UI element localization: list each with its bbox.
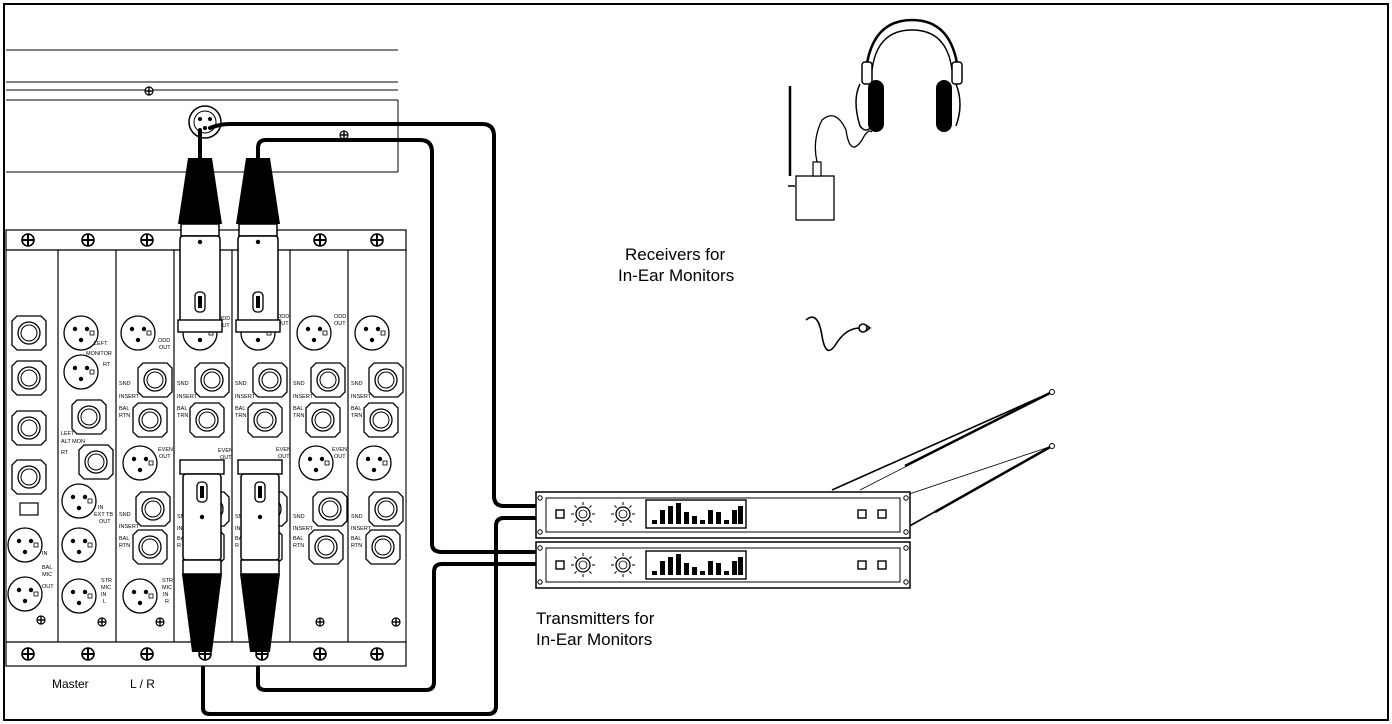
svg-text:BAL: BAL: [119, 406, 129, 412]
svg-text:OUT: OUT: [99, 519, 111, 525]
svg-text:EVEN: EVEN: [218, 448, 233, 454]
svg-text:MIC: MIC: [42, 572, 52, 578]
svg-text:MIC: MIC: [101, 585, 111, 591]
svg-text:OUT: OUT: [277, 321, 289, 327]
earphone-icon: [805, 316, 872, 352]
svg-text:TRN: TRN: [351, 413, 362, 419]
svg-text:IN: IN: [235, 526, 241, 532]
svg-text:SND: SND: [119, 512, 131, 518]
svg-text:BAL: BAL: [177, 536, 187, 542]
svg-text:INSERT: INSERT: [351, 394, 372, 400]
svg-text:IN: IN: [42, 551, 48, 557]
svg-text:RTN: RTN: [119, 413, 130, 419]
svg-text:SND: SND: [293, 381, 305, 387]
svg-text:R: R: [235, 543, 239, 549]
svg-text:BAL: BAL: [235, 406, 245, 412]
svg-text:LEFT: LEFT: [94, 341, 108, 347]
svg-text:TRN: TRN: [177, 413, 188, 419]
svg-text:INSERT: INSERT: [177, 394, 198, 400]
svg-text:INSERT: INSERT: [351, 526, 372, 532]
svg-text:BAL: BAL: [351, 536, 361, 542]
svg-text:R: R: [165, 599, 169, 605]
xlr-connector-icon: [7, 527, 43, 563]
transmitters-label-line2: In-Ear Monitors: [536, 630, 652, 649]
svg-text:MIC: MIC: [162, 585, 172, 591]
svg-text:ODD: ODD: [218, 316, 230, 322]
svg-text:EXT TB: EXT TB: [94, 512, 113, 518]
svg-text:OUT: OUT: [159, 454, 171, 460]
svg-text:SND: SND: [351, 381, 363, 387]
svg-text:OUT: OUT: [334, 454, 346, 460]
svg-text:BAL: BAL: [351, 406, 361, 412]
xlr-plugs: [177, 158, 283, 652]
svg-text:INSERT: INSERT: [119, 524, 140, 530]
svg-text:OUT: OUT: [218, 323, 230, 329]
svg-text:BAL: BAL: [119, 536, 129, 542]
transmitter-1: [535, 491, 911, 539]
svg-text:SND: SND: [293, 514, 305, 520]
svg-text:BAL: BAL: [42, 565, 52, 571]
transmitter-2: [535, 541, 911, 589]
svg-text:R: R: [177, 543, 181, 549]
svg-text:EVEN: EVEN: [332, 447, 347, 453]
svg-text:ALT MON: ALT MON: [61, 439, 85, 445]
svg-text:BAL: BAL: [293, 536, 303, 542]
svg-text:OUT: OUT: [42, 584, 54, 590]
antenna-icon: [831, 389, 1055, 529]
cables: [198, 122, 542, 716]
svg-text:STR: STR: [101, 578, 112, 584]
svg-text:ODD: ODD: [277, 314, 289, 320]
screw-icon: [144, 86, 154, 96]
svg-text:TRN: TRN: [293, 413, 304, 419]
svg-text:TRN: TRN: [235, 413, 246, 419]
svg-text:OUT: OUT: [334, 321, 346, 327]
svg-text:RTN: RTN: [351, 543, 362, 549]
svg-text:INSERT: INSERT: [119, 394, 140, 400]
svg-text:OUT: OUT: [278, 454, 290, 460]
xlr-connector-icon: [179, 235, 221, 323]
xlr-connector-icon: [237, 235, 279, 323]
svg-text:IN: IN: [163, 592, 169, 598]
svg-text:INSERT: INSERT: [293, 394, 314, 400]
svg-text:INSERT: INSERT: [293, 526, 314, 532]
svg-text:SND: SND: [235, 381, 247, 387]
svg-text:RT: RT: [61, 450, 69, 456]
master-label: Master: [52, 677, 89, 691]
svg-text:SND: SND: [177, 381, 189, 387]
svg-text:RTN: RTN: [119, 543, 130, 549]
bodypack-receiver-icon: [788, 86, 873, 221]
receivers-label-line1: Receivers for: [625, 245, 725, 264]
svg-text:ODD: ODD: [334, 314, 346, 320]
svg-text:EVEN: EVEN: [276, 447, 291, 453]
svg-text:STR: STR: [162, 578, 173, 584]
svg-text:IN: IN: [101, 592, 107, 598]
svg-text:INSERT: INSERT: [235, 394, 256, 400]
svg-text:ODD: ODD: [158, 338, 170, 344]
lr-label: L / R: [130, 677, 155, 691]
svg-text:SND: SND: [351, 514, 363, 520]
screw-icon: [339, 130, 349, 140]
svg-text:IN: IN: [98, 505, 104, 511]
svg-text:MONITOR: MONITOR: [86, 351, 112, 357]
svg-text:OUT: OUT: [159, 345, 171, 351]
svg-text:BAL: BAL: [235, 536, 245, 542]
transmitters-label-line1: Transmitters for: [536, 609, 655, 628]
headphones-icon: [855, 18, 963, 132]
svg-text:L: L: [103, 599, 106, 605]
svg-text:RTN: RTN: [293, 543, 304, 549]
receivers-label-line2: In-Ear Monitors: [618, 266, 734, 285]
svg-text:OUT: OUT: [220, 455, 232, 461]
svg-text:BAL: BAL: [293, 406, 303, 412]
svg-text:SND: SND: [119, 381, 131, 387]
svg-text:RT: RT: [103, 362, 111, 368]
svg-text:EVEN: EVEN: [158, 447, 173, 453]
svg-text:IN: IN: [177, 526, 183, 532]
svg-text:LEFT: LEFT: [61, 431, 75, 437]
svg-text:BAL: BAL: [177, 406, 187, 412]
